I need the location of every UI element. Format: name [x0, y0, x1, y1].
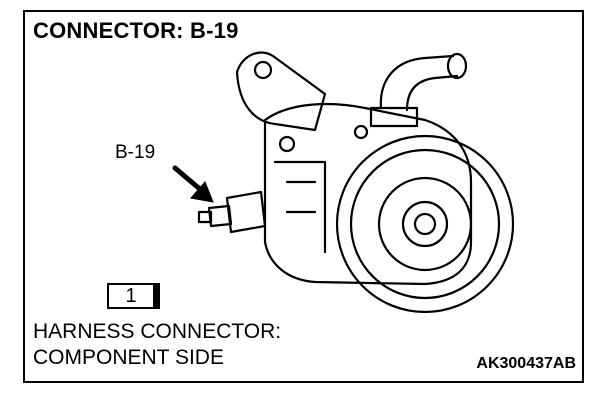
- outlet-pipe: [379, 54, 459, 112]
- pulley-hub: [401, 200, 449, 248]
- terminal-number-box: 1: [107, 283, 155, 309]
- bracket-bolt-hole: [253, 60, 273, 80]
- pressure-switch-terminal: [197, 210, 213, 224]
- body-bolt-2: [353, 124, 369, 140]
- pipe-fitting: [369, 106, 419, 128]
- view-description-line2: COMPONENT SIDE: [33, 346, 224, 369]
- connector-callout-label: B-19: [115, 142, 156, 163]
- callout-arrow: [172, 165, 214, 203]
- pipe-end: [446, 52, 468, 80]
- pulley-outer: [335, 134, 515, 314]
- body-rib: [273, 160, 327, 254]
- pressure-switch-body: [225, 190, 267, 234]
- body-bolt: [278, 135, 296, 153]
- connector-title: CONNECTOR: B-19: [33, 18, 239, 43]
- view-description-line1: HARNESS CONNECTOR:: [33, 320, 282, 343]
- connector-lock-tab: [153, 283, 160, 309]
- pulley-shaft: [413, 212, 437, 236]
- pulley-groove: [349, 148, 501, 300]
- diagram-frame: CONNECTOR: B-19 B-19 1 HARNESS CONNECTOR…: [23, 10, 584, 383]
- figure-code: AK300437AB: [476, 355, 576, 372]
- mounting-bracket: [235, 51, 327, 132]
- pump-body: [263, 102, 473, 286]
- terminal-number: 1: [125, 284, 137, 307]
- pulley-inner: [377, 176, 473, 272]
- power-steering-pump-illustration: [172, 51, 515, 314]
